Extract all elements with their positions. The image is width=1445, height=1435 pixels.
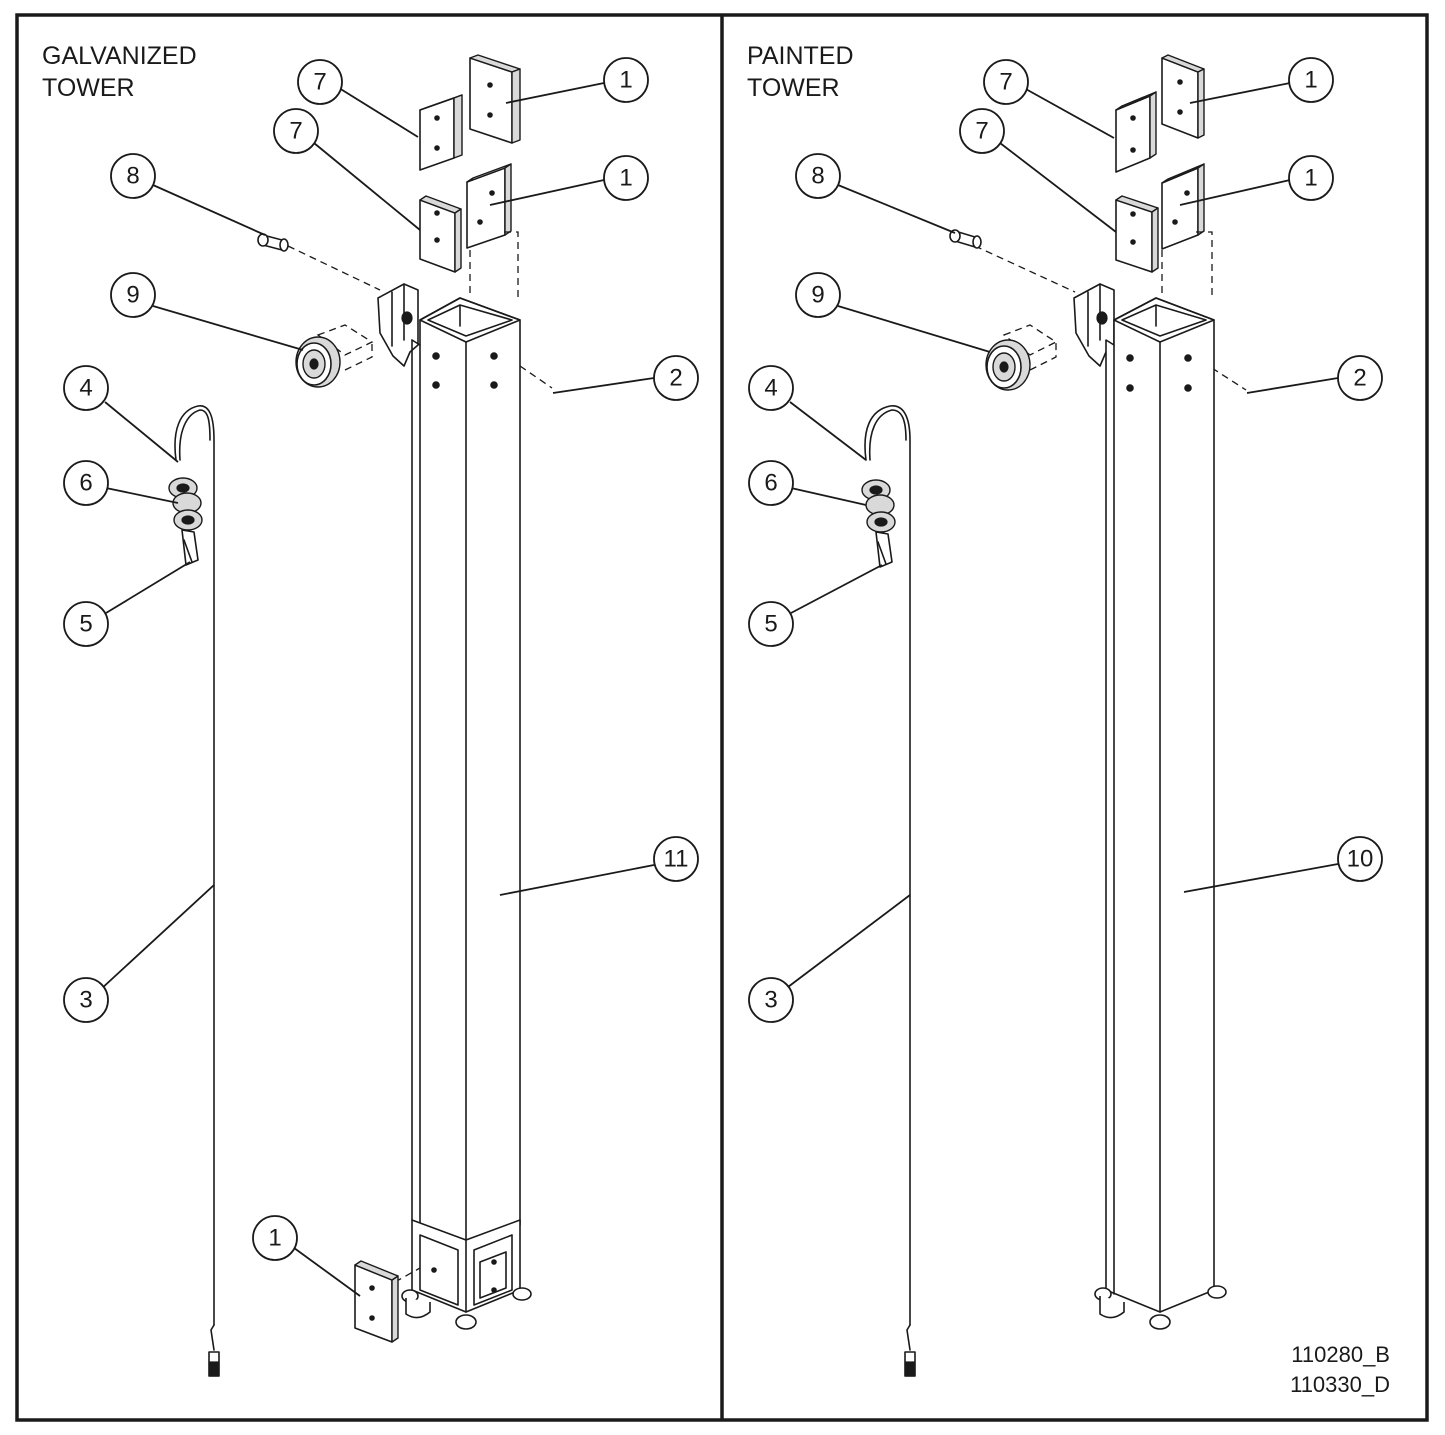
callout-8: 8 xyxy=(110,153,156,199)
svg-text:9: 9 xyxy=(811,282,824,309)
panel-title-line2: TOWER xyxy=(42,74,135,102)
svg-text:2: 2 xyxy=(1353,365,1366,392)
panel-title-line2: TOWER xyxy=(747,74,840,102)
callout-5: 5 xyxy=(63,601,109,647)
top-plate-upper-right xyxy=(1161,54,1205,139)
top-plate-lower-left xyxy=(419,195,462,273)
galvanized-panel: GALVANIZED TOWER xyxy=(42,42,699,1377)
callout-6: 6 xyxy=(748,460,794,506)
callout-4: 4 xyxy=(748,365,794,411)
svg-text:5: 5 xyxy=(79,611,92,638)
callout-7a: 7 xyxy=(983,59,1029,105)
svg-text:1: 1 xyxy=(619,165,632,192)
top-plate-upper-left xyxy=(1115,91,1157,173)
callout-2: 2 xyxy=(653,355,699,401)
callout-8: 8 xyxy=(795,153,841,199)
svg-text:6: 6 xyxy=(764,470,777,497)
svg-text:7: 7 xyxy=(999,69,1012,96)
svg-text:1: 1 xyxy=(1304,67,1317,94)
drawing-number-2: 110330_D xyxy=(1290,1372,1390,1397)
svg-text:3: 3 xyxy=(764,987,777,1014)
svg-text:1: 1 xyxy=(1304,165,1317,192)
svg-text:5: 5 xyxy=(764,611,777,638)
cable-assembly xyxy=(861,405,916,1377)
svg-text:8: 8 xyxy=(126,163,139,190)
callout-1a: 1 xyxy=(1288,57,1334,103)
callout-7a: 7 xyxy=(297,59,343,105)
svg-text:7: 7 xyxy=(313,69,326,96)
pulley xyxy=(295,324,374,388)
pulley-bracket xyxy=(377,283,419,367)
svg-text:7: 7 xyxy=(289,118,302,145)
top-plate-lower-left xyxy=(1115,195,1159,273)
pin xyxy=(257,233,289,252)
svg-text:2: 2 xyxy=(669,365,682,392)
pulley-bracket xyxy=(1073,283,1115,367)
tower-base-galvanized xyxy=(401,1219,532,1330)
callout-7b: 7 xyxy=(959,108,1005,154)
svg-text:6: 6 xyxy=(79,470,92,497)
panel-title-line1: PAINTED xyxy=(747,42,854,70)
svg-text:11: 11 xyxy=(664,846,689,873)
top-plate-upper-right xyxy=(469,54,521,144)
tower-tube xyxy=(1105,297,1215,1313)
svg-text:8: 8 xyxy=(811,163,824,190)
callout-3: 3 xyxy=(748,977,794,1023)
callout-9: 9 xyxy=(795,272,841,318)
callout-9: 9 xyxy=(110,272,156,318)
loose-base-plate xyxy=(354,1260,421,1343)
panel-title-line1: GALVANIZED xyxy=(42,42,197,70)
drawing-number-1: 110280_B xyxy=(1291,1342,1390,1367)
callout-1b: 1 xyxy=(603,155,649,201)
svg-text:4: 4 xyxy=(79,375,92,402)
callout-4: 4 xyxy=(63,365,109,411)
callout-6: 6 xyxy=(63,460,109,506)
callout-11: 11 xyxy=(653,836,699,882)
svg-text:1: 1 xyxy=(619,67,632,94)
tower-base-painted xyxy=(1094,1285,1227,1330)
callout-1b: 1 xyxy=(1288,155,1334,201)
callout-7b: 7 xyxy=(273,108,319,154)
svg-text:4: 4 xyxy=(764,375,777,402)
top-plate-lower-right xyxy=(466,163,512,249)
svg-text:3: 3 xyxy=(79,987,92,1014)
callout-5: 5 xyxy=(748,601,794,647)
svg-text:10: 10 xyxy=(1347,846,1374,873)
callout-1c: 1 xyxy=(252,1215,298,1261)
svg-text:1: 1 xyxy=(268,1225,281,1252)
callout-1a: 1 xyxy=(603,57,649,103)
callout-3: 3 xyxy=(63,977,109,1023)
pulley xyxy=(985,324,1058,391)
cable-assembly xyxy=(168,405,220,1377)
svg-text:9: 9 xyxy=(126,282,139,309)
pin xyxy=(949,229,982,249)
svg-text:7: 7 xyxy=(975,118,988,145)
painted-panel: PAINTED TOWER xyxy=(747,42,1390,1397)
callout-10: 10 xyxy=(1337,836,1383,882)
top-plate-lower-right xyxy=(1161,163,1205,250)
callout-2: 2 xyxy=(1337,355,1383,401)
tower-tube xyxy=(411,297,521,1246)
top-plate-upper-left xyxy=(419,94,463,171)
